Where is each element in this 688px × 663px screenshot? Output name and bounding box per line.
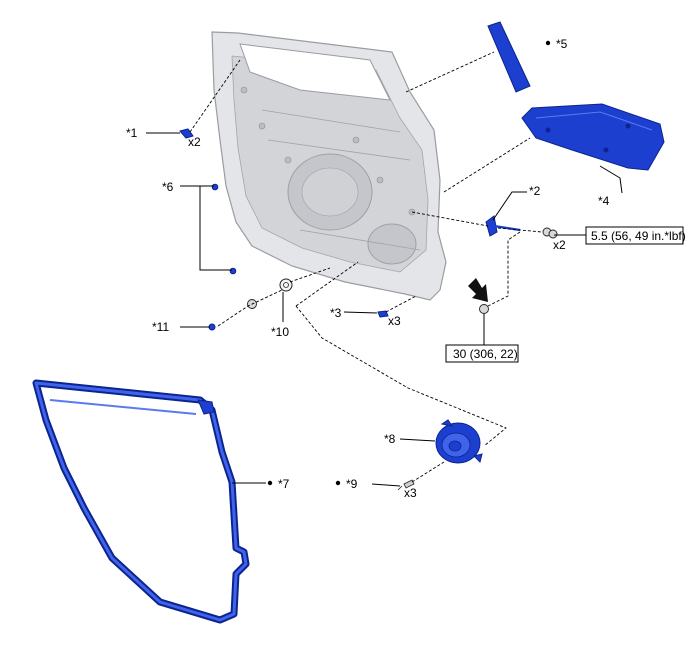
label-part-9: *9 xyxy=(346,477,358,491)
part-7-weatherstrip xyxy=(32,379,250,624)
rear-door-panel xyxy=(211,31,447,301)
label-part-4: *4 xyxy=(598,194,610,208)
bolt-30 xyxy=(468,278,489,314)
part-9-screws xyxy=(397,479,415,491)
label-part-8: *8 xyxy=(384,432,396,446)
label-part-11: *11 xyxy=(152,320,169,334)
bolt-group-5-5 xyxy=(542,227,558,239)
label-part-7: *7 xyxy=(278,477,290,491)
torque-spec-1: 5.5 (56, 49 in.*lbf) xyxy=(585,226,686,245)
torque-spec-2-text: 30 (306, 22) xyxy=(453,347,518,361)
torque-spec-2: 30 (306, 22) xyxy=(445,344,519,363)
dashed-guide-lines xyxy=(189,51,543,483)
part-3-clip xyxy=(377,310,389,318)
part-8-speaker xyxy=(435,419,483,464)
label-part-3: *3 xyxy=(330,306,342,320)
part-2-lock-remote-control xyxy=(485,215,521,237)
label-part-10: *10 xyxy=(271,325,289,339)
qty-bolt-5-5: x2 xyxy=(553,238,566,252)
leader-lines xyxy=(146,40,623,487)
qty-part-3: x3 xyxy=(388,314,401,328)
part-11-clip xyxy=(208,299,257,331)
part-10-grommet xyxy=(279,278,293,292)
callout-labels: *5 *1 x2 *6 *2 *4 x2 *3 x3 *11 *10 *8 *7… xyxy=(126,37,610,500)
part-4-door-trim-board xyxy=(521,103,665,171)
label-part-2: *2 xyxy=(529,184,541,198)
label-part-1: *1 xyxy=(126,126,138,140)
label-part-5: *5 xyxy=(556,37,568,51)
torque-spec-1-text: 5.5 (56, 49 in.*lbf) xyxy=(591,229,686,243)
qty-part-1: x2 xyxy=(188,135,201,149)
part-5-sash-tape xyxy=(487,21,531,93)
qty-part-9: x3 xyxy=(404,486,417,500)
label-part-6: *6 xyxy=(162,180,174,194)
part-1-clip xyxy=(179,128,194,139)
